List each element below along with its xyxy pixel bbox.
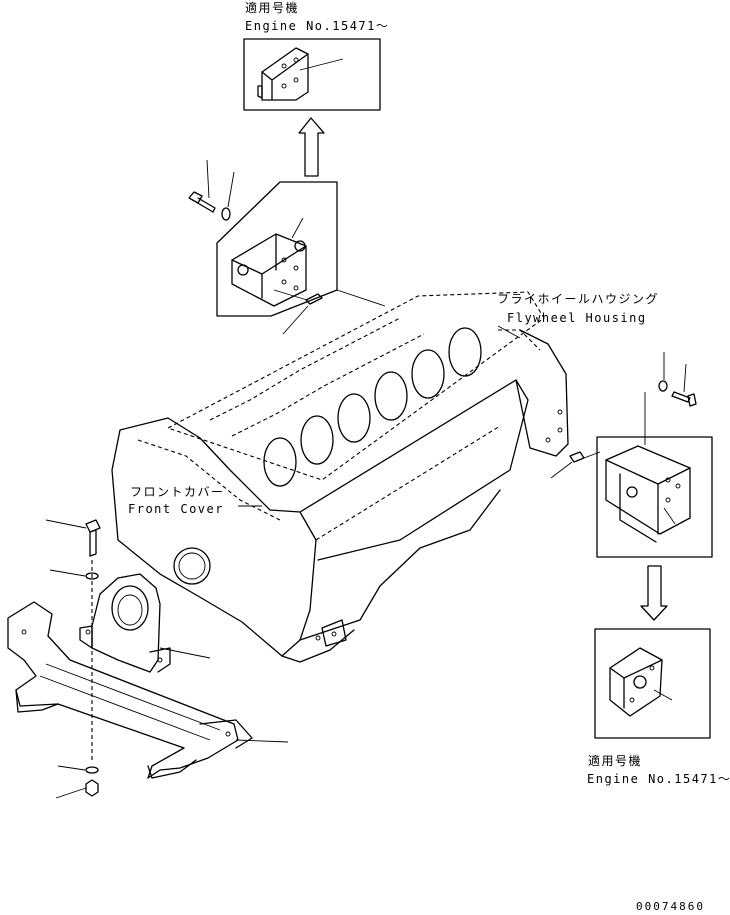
cross-member — [7, 601, 289, 779]
bottom-inset-box — [594, 628, 711, 739]
flywheel-housing-label: Flywheel Housing — [507, 311, 647, 325]
rear-washer — [658, 352, 668, 392]
flywheel-housing-label-jp: フライホイールハウジング — [497, 292, 660, 306]
rear-dowel-pin — [550, 451, 601, 479]
bottom-applicable-note-jp: 適用号機 — [588, 754, 643, 768]
front-washer-top — [49, 569, 99, 580]
front-support — [79, 573, 211, 673]
front-bolt — [45, 519, 101, 557]
upper-bracket — [231, 233, 307, 307]
front-washer-bottom — [57, 765, 99, 774]
down-arrow — [640, 565, 668, 621]
flywheel-leader — [497, 325, 521, 339]
upper-bracket-box — [216, 181, 338, 335]
rear-bracket-box — [596, 392, 713, 558]
drawing-number: 00074860 — [636, 900, 705, 913]
top-inset-box — [243, 38, 381, 111]
bottom-inset-bracket — [609, 647, 673, 717]
rear-bolt — [671, 363, 697, 407]
front-cover-label-jp: フロントカバー — [130, 485, 225, 499]
upper-dowel-pin — [282, 293, 323, 335]
top-engine-number-note: Engine No.15471～ — [245, 19, 390, 33]
cylinder-bores — [263, 327, 482, 487]
rear-bracket — [605, 445, 691, 543]
upper-bolt — [188, 159, 216, 213]
up-arrow — [298, 117, 325, 177]
upper-washer — [221, 171, 235, 221]
top-inset-bracket — [257, 47, 344, 101]
front-nut — [55, 779, 99, 799]
top-applicable-note-jp: 適用号機 — [245, 1, 300, 15]
front-cover-label: Front Cover — [128, 502, 224, 516]
engine-block — [111, 291, 569, 663]
bottom-engine-number-note: Engine No.15471～ — [587, 772, 730, 786]
